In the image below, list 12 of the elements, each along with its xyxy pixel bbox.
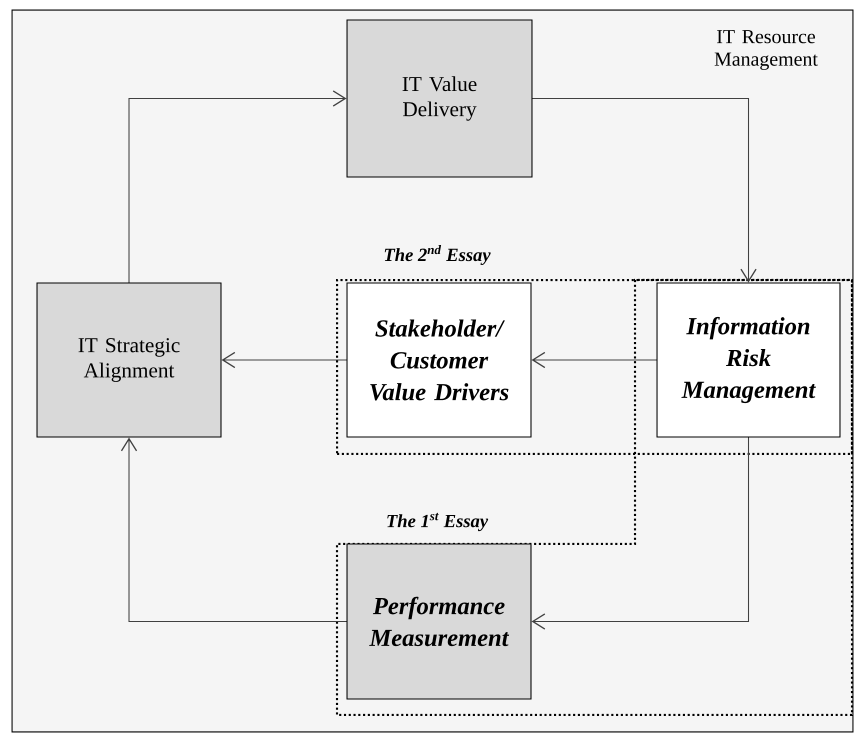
process-box: IT Value Delivery: [346, 19, 533, 178]
arrow: [532, 98, 757, 282]
process-box: IT Strategic Alignment: [36, 282, 222, 438]
arrow: [120, 438, 346, 622]
process-box: Information Risk Management: [656, 282, 841, 438]
arrow: [128, 90, 346, 282]
node-label: The 2$^{nd}$ Essay: [384, 245, 491, 265]
arrow: [532, 438, 750, 630]
process-box: Stakeholder/ Customer Value Drivers: [346, 282, 532, 438]
process-box: Performance Measurement: [346, 543, 532, 700]
arrow: [532, 352, 656, 368]
arrow: [222, 352, 346, 368]
